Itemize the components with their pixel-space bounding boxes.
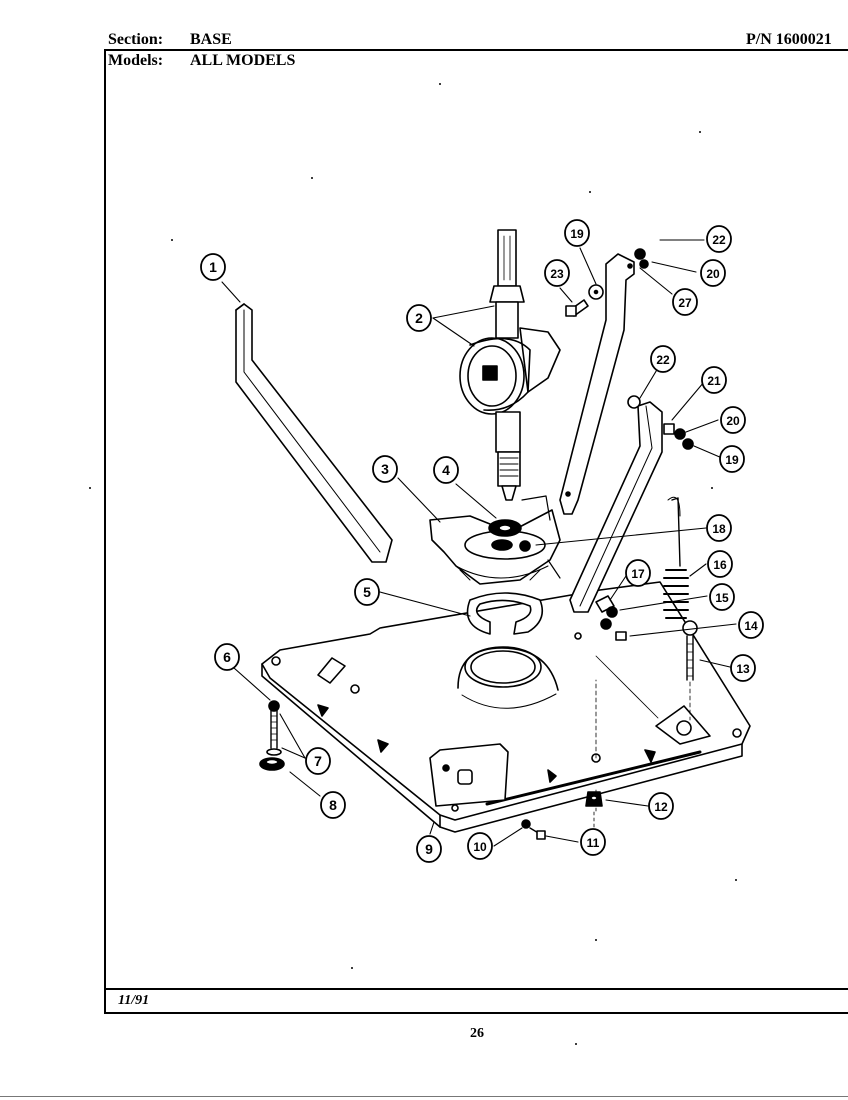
- page-bottom-rule: [0, 1096, 848, 1097]
- callout-20: 20: [720, 406, 746, 434]
- callout-label: 4: [442, 462, 450, 478]
- callout-5: 5: [354, 578, 380, 606]
- models-value: ALL MODELS: [190, 52, 296, 69]
- callout-22: 22: [650, 345, 676, 373]
- callout-8: 8: [320, 791, 346, 819]
- footer-rule: [104, 988, 848, 990]
- callout-3: 3: [372, 455, 398, 483]
- callout-label: 7: [314, 753, 322, 769]
- print-specks: [89, 83, 737, 1045]
- diagram-frame: [104, 49, 848, 1014]
- callout-13: 13: [730, 654, 756, 682]
- callout-label: 20: [706, 267, 720, 281]
- transmission-assembly: [459, 229, 561, 501]
- callout-19: 19: [564, 219, 590, 247]
- callout-label: 5: [363, 584, 371, 600]
- callout-label: 6: [223, 649, 231, 665]
- callout-label: 23: [550, 267, 564, 281]
- callout-20: 20: [700, 259, 726, 287]
- models-label: Models:: [108, 52, 164, 69]
- callout-17: 17: [625, 559, 651, 587]
- callout-1: 1: [200, 253, 226, 281]
- callout-11: 11: [580, 828, 606, 856]
- callout-label: 11: [587, 836, 600, 850]
- callout-label: 16: [713, 558, 727, 572]
- callout-label: 15: [715, 591, 729, 605]
- callout-label: 2: [415, 310, 423, 326]
- callout-label: 19: [725, 453, 739, 467]
- callout-14: 14: [738, 611, 764, 639]
- callout-label: 1: [209, 259, 217, 275]
- rear-brace: [559, 253, 635, 515]
- callout-7: 7: [305, 747, 331, 775]
- callout-6: 6: [214, 643, 240, 671]
- callout-9: 9: [416, 835, 442, 863]
- callout-label: 14: [744, 619, 758, 633]
- callout-label: 13: [736, 662, 750, 676]
- callout-label: 21: [707, 374, 721, 388]
- callout-label: 12: [654, 800, 668, 814]
- callout-21: 21: [701, 366, 727, 394]
- callout-label: 20: [726, 414, 740, 428]
- left-brace-arm: [235, 303, 393, 563]
- callout-23: 23: [544, 259, 570, 287]
- part-number: P/N 1600021: [746, 31, 832, 48]
- callout-label: 9: [425, 841, 433, 857]
- pump-mount: [429, 495, 561, 585]
- section-label: Section:: [108, 31, 164, 48]
- callout-19: 19: [719, 445, 745, 473]
- right-brace-arm: [569, 401, 663, 613]
- section-value: BASE: [190, 31, 232, 48]
- callout-label: 3: [381, 461, 389, 477]
- callout-2: 2: [406, 304, 432, 332]
- callout-label: 17: [631, 567, 645, 581]
- callout-27: 27: [672, 288, 698, 316]
- callout-label: 22: [712, 233, 726, 247]
- leader-lines: [221, 239, 737, 847]
- callout-label: 22: [656, 353, 670, 367]
- page-number: 26: [470, 1026, 484, 1041]
- callout-4: 4: [433, 456, 459, 484]
- base-plate: [261, 581, 751, 833]
- callout-label: 27: [678, 296, 692, 310]
- clamp-ring: [466, 592, 544, 635]
- callout-12: 12: [648, 792, 674, 820]
- callout-15: 15: [709, 583, 735, 611]
- callout-label: 19: [570, 227, 584, 241]
- callout-16: 16: [707, 550, 733, 578]
- callout-22: 22: [706, 225, 732, 253]
- callout-label: 10: [473, 840, 487, 854]
- callout-18: 18: [706, 514, 732, 542]
- callout-10: 10: [467, 832, 493, 860]
- callout-label: 18: [712, 522, 726, 536]
- callout-label: 8: [329, 797, 337, 813]
- revision-date: 11/91: [118, 993, 150, 1008]
